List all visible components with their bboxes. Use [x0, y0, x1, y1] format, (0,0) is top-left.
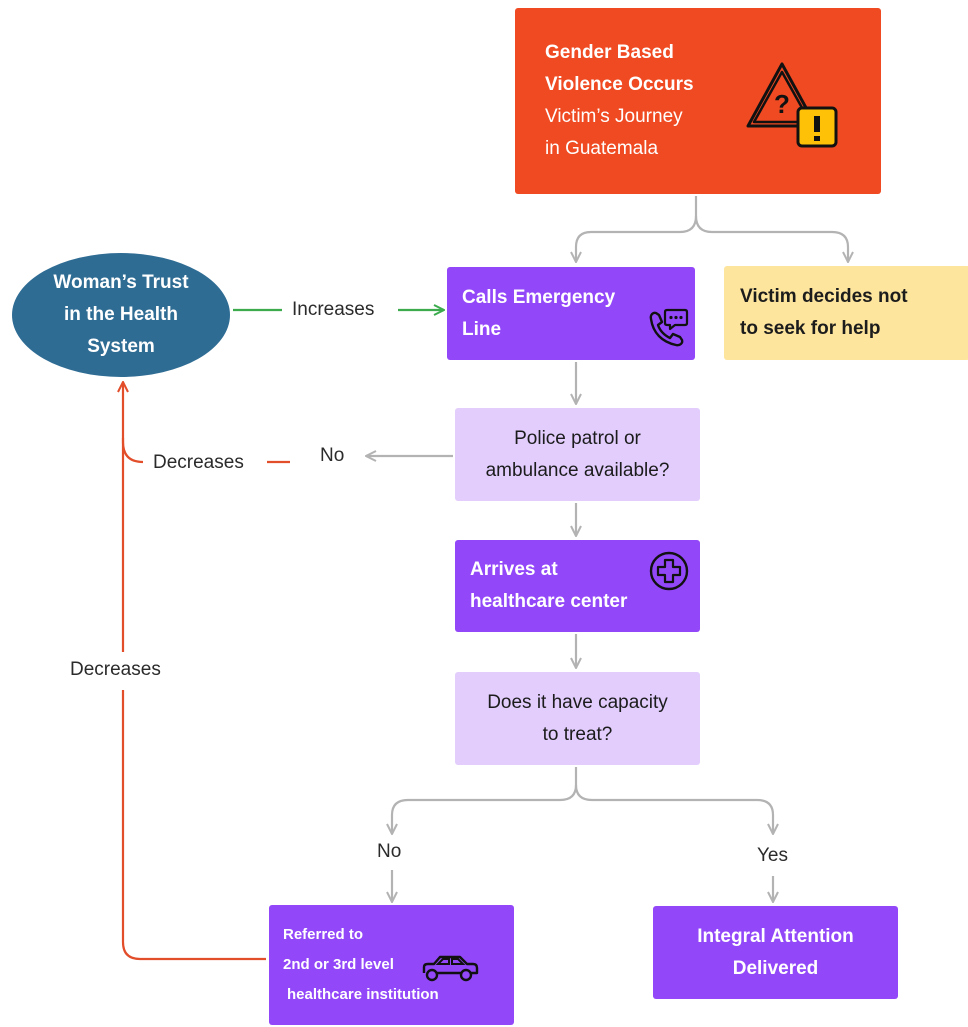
no-help-node: Victim decides not to seek for help: [724, 266, 968, 360]
trust-node: Woman’s Trust in the Health System: [12, 253, 230, 377]
arrive-line1: Arrives at: [470, 559, 558, 580]
capacity-line1: Does it have capacity: [487, 691, 668, 713]
decreases-label-side: Decreases: [70, 659, 161, 680]
decreases-label-top: Decreases: [153, 452, 244, 473]
call-emergency-label: Calls Emergency Line: [462, 286, 616, 340]
arrow-start-to-no-help: [694, 215, 848, 262]
start-title-line2: Violence Occurs: [545, 74, 694, 95]
referred-line2: 2nd or 3rd level: [283, 956, 394, 973]
start-subtitle-line2: in Guatemala: [545, 138, 659, 159]
no-help-line2: to seek for help: [740, 318, 881, 339]
arrow-start-to-call: [576, 196, 698, 262]
start-title-line1: Gender Based: [545, 42, 674, 63]
patrol-line1: Police patrol or: [514, 427, 641, 449]
warning-question-icon: ?: [746, 62, 838, 148]
increases-label: Increases: [292, 299, 375, 320]
capacity-line2: to treat?: [542, 723, 613, 745]
capacity-question-node: Does it have capacity to treat?: [455, 672, 700, 765]
integral-attention-node: Integral Attention Delivered: [653, 906, 898, 999]
start-node: Gender Based Violence Occurs Victim’s Jo…: [515, 8, 881, 194]
phone-chat-icon: [649, 308, 689, 347]
start-subtitle-line1: Victim’s Journey: [545, 106, 683, 127]
integral-label: Integral Attention Delivered: [697, 925, 854, 979]
no-help-line1: Victim decides not: [740, 286, 908, 307]
no-capacity-label: No: [377, 841, 402, 862]
patrol-line2: ambulance available?: [485, 459, 670, 481]
trust-label: Woman’s Trust in the Health System: [53, 272, 189, 357]
arrive-line2: healthcare center: [470, 591, 628, 612]
no-patrol-label: No: [320, 445, 345, 466]
car-icon: [422, 955, 479, 982]
arrow-capacity-no: [392, 767, 578, 834]
arrow-decreases-top-curve: [121, 438, 144, 464]
arrow-decreases-main: [121, 690, 266, 961]
arrow-capacity-yes: [574, 784, 773, 834]
referred-line3: healthcare institution: [287, 986, 439, 1003]
svg-text:?: ?: [774, 89, 790, 119]
referred-line1: Referred to: [283, 926, 364, 943]
yes-capacity-label: Yes: [757, 845, 788, 866]
plus-circle-icon: [649, 551, 689, 591]
patrol-question-node: Police patrol or ambulance available?: [455, 408, 700, 501]
